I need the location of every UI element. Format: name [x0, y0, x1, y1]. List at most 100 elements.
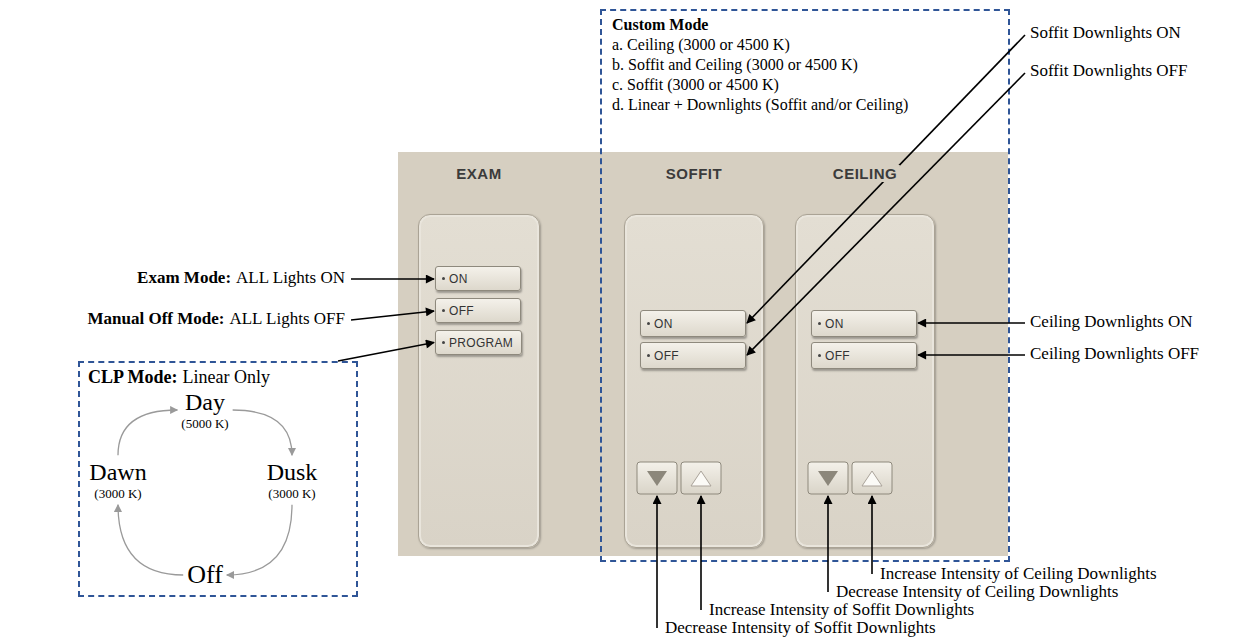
callout: Decrease Intensity of Ceiling Downlights [836, 583, 1118, 601]
leader-line [827, 496, 829, 592]
callout: Ceiling Downlights OFF [1030, 345, 1199, 363]
up-triangle [691, 471, 711, 486]
indicator-dot [647, 354, 650, 357]
mode-option: d. Linear + Downlights (Soffit and/or Ce… [612, 95, 998, 115]
callout-text: Exam Mode: [137, 269, 231, 287]
callout-text: Decrease Intensity of Ceiling Downlights [836, 583, 1118, 601]
button-label: OFF [449, 304, 474, 318]
connector-line [118, 410, 177, 455]
mode-option: b. Soffit and Ceiling (3000 or 4500 K) [612, 55, 998, 75]
button-label: ON [825, 314, 844, 334]
indicator-dot [442, 341, 445, 344]
indicator-dot [442, 277, 445, 280]
switch-button: OFF [811, 342, 917, 369]
button-label: ON [449, 272, 468, 286]
title-row: CLP Mode:Linear Only [88, 367, 348, 387]
leader-lines [351, 35, 1025, 628]
down-triangle [818, 471, 838, 486]
dim-button [808, 462, 848, 494]
box-heading: Custom Mode [612, 15, 998, 35]
switch-button: OFF [640, 342, 746, 369]
cycle-state: Dusk(3000 K) [267, 459, 318, 500]
down-triangle [647, 471, 667, 486]
leader-line [700, 496, 702, 610]
callout-text: Manual Off Mode: [88, 310, 225, 328]
callout-text: Ceiling Downlights ON [1030, 313, 1192, 331]
button-label: OFF [654, 346, 679, 366]
leader-line [918, 322, 1025, 324]
cycle-state: Dawn(3000 K) [89, 459, 146, 500]
callout-text: Increase Intensity of Soffit Downlights [709, 601, 974, 619]
mode-option: a. Ceiling (3000 or 4500 K) [612, 35, 998, 55]
connector [338, 343, 434, 362]
callout-text: ALL Lights OFF [229, 310, 345, 328]
connector-line [227, 505, 292, 575]
connector [227, 505, 292, 575]
state-name: Day [181, 389, 228, 415]
mode-box: Custom Modea. Ceiling (3000 or 4500 K)b.… [600, 9, 1010, 562]
callout-text: Decrease Intensity of Soffit Downlights [665, 619, 936, 637]
switch-button: PROGRAM [435, 330, 522, 355]
switch-plate: EXAMONOFFPROGRAM [418, 214, 540, 548]
switch-button: ON [640, 310, 746, 337]
leader-line [656, 496, 658, 628]
callout: Soffit Downlights OFF [1030, 62, 1187, 80]
box-note: Linear Only [183, 367, 270, 387]
switch-button: ON [435, 266, 521, 291]
button-label: ON [654, 314, 673, 334]
cycle-state: Off [187, 561, 223, 590]
wall-panel [398, 152, 1008, 556]
indicator-dot [818, 322, 821, 325]
indicator-dot [818, 354, 821, 357]
button-label: PROGRAM [449, 336, 513, 350]
connector-layer [118, 343, 434, 576]
callout: Manual Off Mode:ALL Lights OFF [88, 310, 345, 328]
callout-text: Soffit Downlights OFF [1030, 62, 1187, 80]
color-temperature: (3000 K) [89, 486, 146, 501]
connector-line [233, 410, 292, 455]
leader-line [747, 73, 1025, 355]
mode-box: CLP Mode:Linear OnlyDay(5000 K)Dusk(3000… [78, 361, 358, 597]
connector-line [338, 343, 434, 362]
switch-plate: SOFFITONOFF [624, 214, 764, 548]
callout-text: Ceiling Downlights OFF [1030, 345, 1199, 363]
leader-line [918, 354, 1025, 356]
connector [118, 410, 177, 455]
switch-button: ON [811, 310, 917, 337]
callout: Decrease Intensity of Soffit Downlights [665, 619, 936, 637]
up-triangle [862, 471, 882, 486]
callout: Exam Mode: ALL Lights ON [137, 269, 345, 287]
plate-heading: SOFFIT [663, 165, 725, 182]
callout: Increase Intensity of Ceiling Downlights [880, 565, 1157, 583]
plate-heading: EXAM [453, 165, 504, 182]
intensity-buttons [637, 462, 892, 494]
button-label: OFF [825, 346, 850, 366]
callout: Increase Intensity of Soffit Downlights [709, 601, 974, 619]
leader-line [747, 35, 1025, 323]
switch-button: OFF [435, 298, 521, 323]
callout: Soffit Downlights ON [1030, 24, 1181, 42]
connector [118, 505, 183, 575]
indicator-dot [442, 309, 445, 312]
color-temperature: (5000 K) [181, 416, 228, 431]
indicator-dot [647, 322, 650, 325]
callout: Ceiling Downlights ON [1030, 313, 1192, 331]
leader-line [871, 496, 873, 574]
state-name: Off [187, 561, 223, 590]
state-name: Dusk [267, 459, 318, 485]
connector [233, 410, 292, 455]
leader-line [351, 278, 434, 280]
callout-text: ALL Lights ON [236, 269, 345, 287]
box-heading: CLP Mode: [88, 367, 178, 387]
dim-button [681, 462, 721, 494]
callout-text: Increase Intensity of Ceiling Downlights [880, 565, 1157, 583]
dim-button [637, 462, 677, 494]
callout-text: Soffit Downlights ON [1030, 24, 1181, 42]
dim-button [852, 462, 892, 494]
mode-option: c. Soffit (3000 or 4500 K) [612, 75, 998, 95]
plate-heading: CEILING [830, 165, 900, 182]
color-temperature: (3000 K) [267, 486, 318, 501]
cycle-state: Day(5000 K) [181, 389, 228, 430]
switch-plate: CEILINGONOFF [795, 214, 935, 548]
